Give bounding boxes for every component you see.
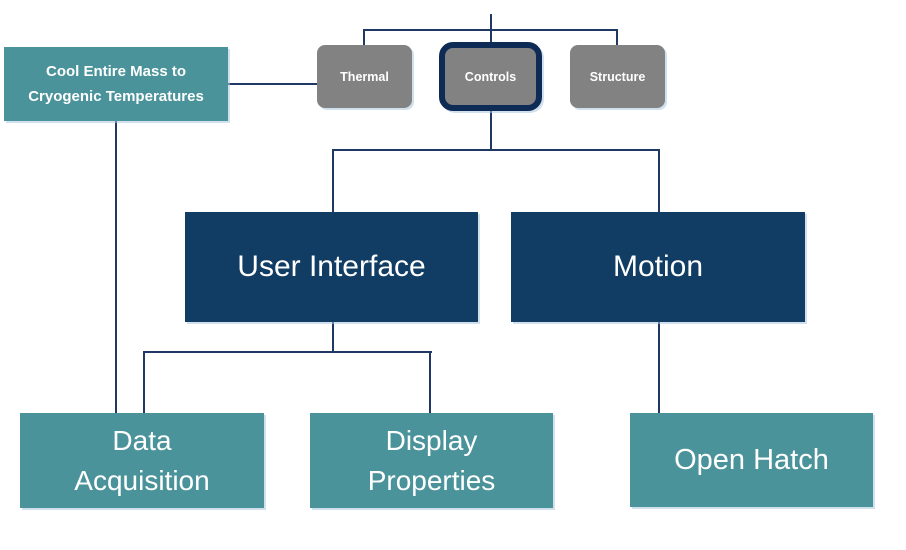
connector-thermal-drop [363,29,365,46]
connector-data-acquisition-drop [143,351,145,413]
connector-user-interface-drop [332,149,334,212]
node-display-properties[interactable]: Display Properties [310,413,553,508]
node-label: Acquisition [74,464,210,496]
connector-motion-drop [658,149,660,212]
node-data-acquisition[interactable]: Data Acquisition [20,413,264,508]
node-controls-selected[interactable]: Controls [439,42,542,111]
connector-cool-mass-to-thermal [228,83,317,85]
connector-controls-vertical [490,111,492,151]
node-label: Controls [464,69,517,84]
node-structure[interactable]: Structure [570,45,665,108]
node-label: Cryogenic Temperatures [28,88,204,105]
connector-structure-drop [616,29,618,46]
node-motion[interactable]: Motion [511,212,805,322]
node-label: User Interface [237,250,426,283]
connector-ui-children-horizontal [143,351,432,353]
node-label: Display [385,424,478,456]
connector-cool-mass-to-data-acquisition [115,121,117,413]
node-label: Data [112,424,172,456]
connector-controls-children-horizontal [332,149,660,151]
node-thermal[interactable]: Thermal [317,45,412,108]
node-label: Structure [589,69,646,84]
node-user-interface[interactable]: User Interface [185,212,478,322]
node-label: Properties [367,464,496,496]
connector-top-row-horizontal [363,29,618,31]
connector-motion-to-open-hatch [658,322,660,413]
connector-parent-stub [490,14,492,42]
node-open-hatch[interactable]: Open Hatch [630,413,873,507]
connector-user-interface-vertical [332,322,334,353]
node-label: Motion [612,250,704,283]
node-label: Thermal [340,69,389,84]
node-cool-entire-mass[interactable]: Cool Entire Mass to Cryogenic Temperatur… [4,47,228,121]
node-label: Cool Entire Mass to [45,63,187,80]
node-label: Open Hatch [674,443,829,476]
connector-display-properties-drop [429,351,431,413]
